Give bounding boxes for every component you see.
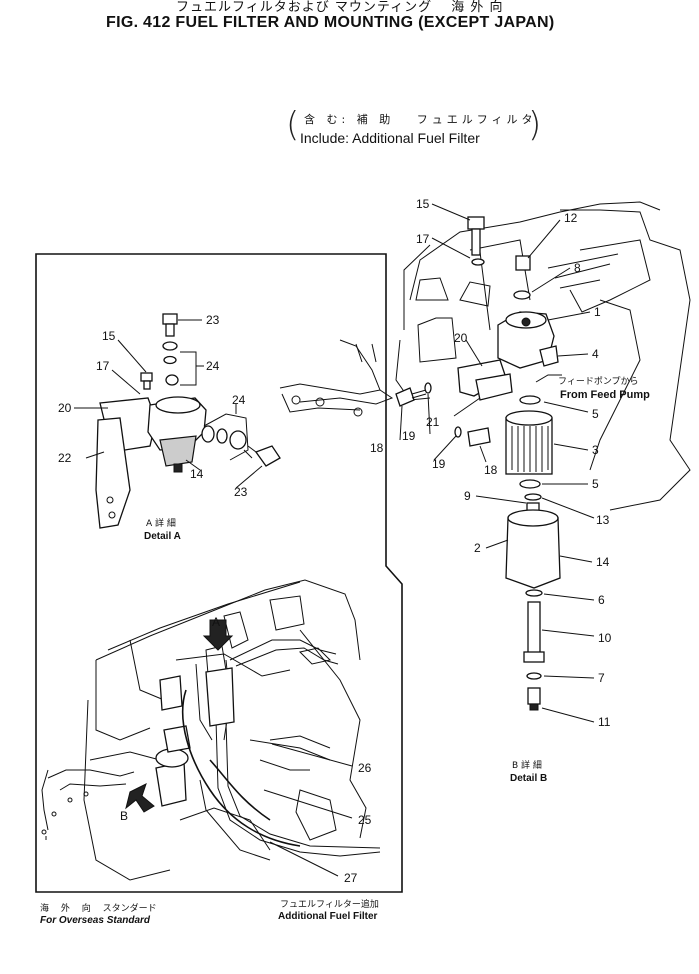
b-washer-19b-icon <box>454 426 462 438</box>
a-fitting-icon <box>201 425 215 443</box>
callout-a-24b: 24 <box>232 393 246 407</box>
callout-3: 3 <box>592 443 599 457</box>
detail-a-caption-japanese: A 詳 細 <box>146 519 176 529</box>
b-bolt-18b-icon <box>467 427 491 447</box>
b-washer-17-icon <box>471 258 485 266</box>
left-parenthesis: ( <box>286 105 300 145</box>
callout-13: 13 <box>596 513 610 527</box>
callout-a-17: 17 <box>96 359 110 373</box>
detail-a-frame <box>35 253 403 893</box>
callout-20: 20 <box>454 331 468 345</box>
callout-a-23b: 23 <box>234 485 248 499</box>
callout-6: 6 <box>598 593 605 607</box>
view-a-arrow-icon <box>202 619 234 651</box>
callout-18b: 18 <box>484 463 498 477</box>
b-gasket-5-icon <box>519 395 541 405</box>
b-plug-12-icon <box>515 255 531 271</box>
a-bolt-15-icon <box>140 372 153 382</box>
a-mount-plate-icon <box>95 417 131 529</box>
callout-10: 10 <box>598 631 612 645</box>
a-bolt-head-icon <box>162 313 178 325</box>
engine-head-outline-b <box>279 201 691 511</box>
include-note-japanese: 含 む: 補 助 フュエルフィルタ <box>304 113 537 126</box>
callout-a-15: 15 <box>102 329 116 343</box>
detail-b-caption: Detail B <box>510 773 548 784</box>
b-fitting-4-icon <box>539 345 559 367</box>
callout-9: 9 <box>464 489 471 503</box>
engine-filters <box>125 619 301 847</box>
b-ring-13-icon <box>524 493 542 501</box>
a-bolt-shank-icon <box>165 323 175 337</box>
b-center-bolt-icon <box>527 601 541 655</box>
detail-b-leaders <box>399 203 595 723</box>
callout-14: 14 <box>596 555 610 569</box>
callout-19b: 19 <box>432 457 446 471</box>
view-marker-a: A <box>212 615 220 629</box>
detail-b-assembly <box>395 216 561 711</box>
overseas-standard-japanese: 海 外 向 スタンダード <box>40 904 157 914</box>
callout-a-23: 23 <box>206 313 220 327</box>
detail-a-leaders <box>74 319 263 489</box>
callout-2: 2 <box>474 541 481 555</box>
callout-7: 7 <box>598 671 605 685</box>
b-washer-7-icon <box>526 672 542 680</box>
a-banjo-icon <box>165 374 179 386</box>
callout-a-22: 22 <box>58 451 72 465</box>
a-washer-icon <box>162 341 178 351</box>
b-bolt-18-icon <box>395 387 415 407</box>
b-gasket-5b-icon <box>519 479 541 489</box>
callout-a-14: 14 <box>190 467 204 481</box>
b-gasket-8-icon <box>513 290 531 300</box>
include-note-english: Include: Additional Fuel Filter <box>300 130 480 146</box>
callout-5: 5 <box>592 407 599 421</box>
detail-b-caption-japanese: B 詳 細 <box>512 761 542 771</box>
callout-a-20: 20 <box>58 401 72 415</box>
callout-1: 1 <box>594 305 601 319</box>
callout-19: 19 <box>402 429 416 443</box>
b-filter-bowl-icon <box>505 517 561 589</box>
callout-21: 21 <box>426 415 440 429</box>
title-japanese: フュエルフィルタおよび マウンティング 海 外 向 <box>176 0 504 15</box>
callout-26: 26 <box>358 761 372 775</box>
callout-15: 15 <box>416 197 430 211</box>
callout-17: 17 <box>416 232 430 246</box>
view-marker-b: B <box>120 809 128 823</box>
callout-27: 27 <box>344 871 358 885</box>
a-bolt-lower-icon <box>254 445 281 467</box>
additional-filter-label: Additional Fuel Filter <box>278 911 378 922</box>
callout-12: 12 <box>564 211 578 225</box>
callout-11: 11 <box>598 715 611 729</box>
a-filter-bowl-icon <box>159 435 197 467</box>
engine-leaders <box>263 743 353 877</box>
detail-a-assembly <box>95 313 281 529</box>
callout-a-24: 24 <box>206 359 220 373</box>
additional-filter-japanese: フュエルフィルター追加 <box>280 900 379 910</box>
b-washer-19-icon <box>424 382 432 394</box>
callout-25: 25 <box>358 813 372 827</box>
fuel-hose-line <box>182 689 301 847</box>
callout-4: 4 <box>592 347 599 361</box>
detail-a-caption: Detail A <box>144 531 181 542</box>
callout-5b: 5 <box>592 477 599 491</box>
b-filter-element-icon <box>505 417 553 475</box>
callout-8: 8 <box>574 261 581 275</box>
engine-lower-filter-icon <box>155 761 187 807</box>
overseas-standard-label: For Overseas Standard <box>40 915 151 926</box>
view-b-arrow-icon <box>125 783 155 813</box>
engine-upper-filter-icon <box>205 667 235 727</box>
right-parenthesis: ) <box>528 105 542 145</box>
b-drain-plug-icon <box>527 687 541 705</box>
callout-18: 18 <box>370 441 384 455</box>
a-washer-icon <box>163 355 177 365</box>
feed-pump-label: From Feed Pump <box>560 389 650 401</box>
b-bolt-15-icon <box>467 216 485 230</box>
engine-perspective-view <box>41 579 381 881</box>
feed-pump-japanese: フィードポンプから <box>558 377 639 387</box>
b-o-ring-6-icon <box>525 589 543 597</box>
figure-title: FIG. 412 FUEL FILTER AND MOUNTING (EXCEP… <box>106 14 555 31</box>
